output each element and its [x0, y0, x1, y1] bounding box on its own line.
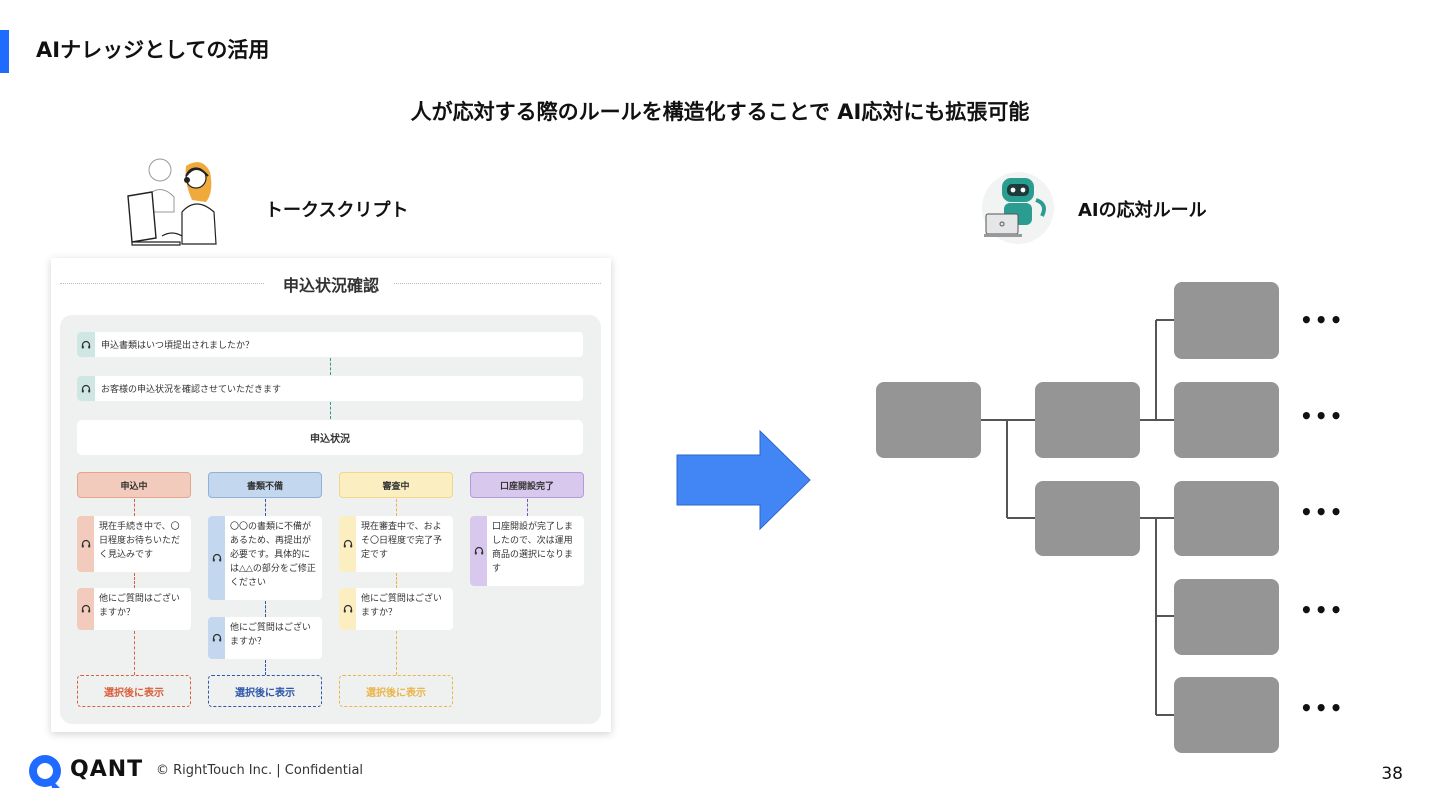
- ellipsis: •••: [1300, 696, 1344, 720]
- rule-node-root: [876, 382, 981, 458]
- rule-node-leaf: [1174, 282, 1279, 359]
- rule-node-leaf: [1174, 481, 1279, 556]
- ellipsis: •••: [1300, 308, 1344, 332]
- rule-node-leaf: [1174, 677, 1279, 753]
- rule-node-leaf: [1174, 382, 1279, 458]
- brand-logo-text: QANT: [70, 757, 143, 782]
- page-number: 38: [1381, 764, 1403, 784]
- rule-node-branch: [1035, 382, 1140, 458]
- ellipsis: •••: [1300, 598, 1344, 622]
- rule-node-leaf: [1174, 579, 1279, 655]
- ellipsis: •••: [1300, 500, 1344, 524]
- qant-logo-icon: [28, 754, 64, 790]
- rule-node-branch: [1035, 481, 1140, 556]
- copyright-text: © RightTouch Inc. | Confidential: [156, 763, 363, 778]
- ellipsis: •••: [1300, 404, 1344, 428]
